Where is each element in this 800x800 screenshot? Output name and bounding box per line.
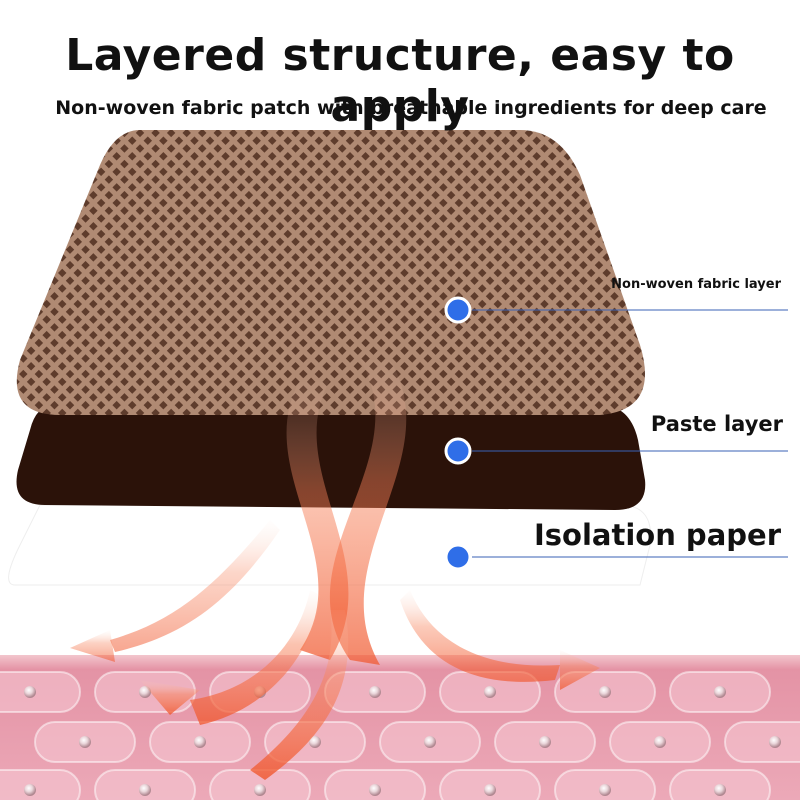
fabric-layer-label: Non-woven fabric layer bbox=[611, 277, 781, 292]
leader-lines bbox=[472, 309, 788, 558]
isolation-paper-marker bbox=[444, 543, 472, 571]
heat-wave-arrows-icon bbox=[70, 360, 600, 780]
isolation-paper-label: Isolation paper bbox=[533, 518, 781, 552]
fabric-layer bbox=[16, 130, 646, 415]
page-title: Layered structure, easy to apply bbox=[65, 30, 735, 132]
paste-layer-label: Paste layer bbox=[650, 412, 783, 436]
layer-markers bbox=[444, 296, 472, 571]
fabric-layer-marker bbox=[444, 296, 472, 324]
skin-cells-icon bbox=[0, 655, 800, 800]
paste-layer bbox=[16, 405, 646, 510]
paste-layer-marker bbox=[444, 437, 472, 465]
page-subtitle: Non-woven fabric patch with breathable i… bbox=[55, 97, 767, 119]
